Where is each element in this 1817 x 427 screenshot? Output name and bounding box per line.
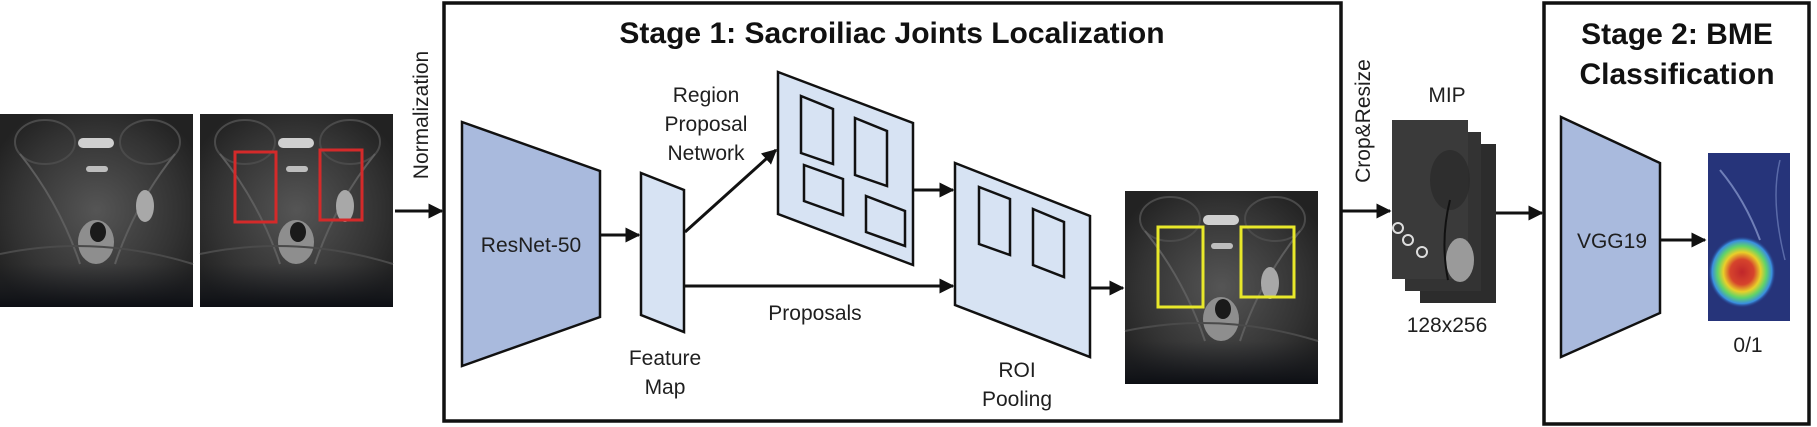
detection-box-right: [1239, 225, 1296, 299]
bme-heatmap: [1708, 153, 1790, 321]
roi-box: [977, 185, 1012, 257]
feature-map-block: [639, 171, 686, 334]
output-label: 0/1: [1733, 334, 1762, 357]
rpn-proposal-box: [799, 94, 835, 166]
feature-map-label-line2: Map: [645, 376, 686, 399]
stage2-title-line2: Classification: [1579, 58, 1774, 91]
mip-size-label: 128x256: [1407, 314, 1488, 337]
input-mri-image: [0, 113, 194, 308]
rpn-label-line1: Region: [673, 84, 740, 107]
vgg19-block: [1559, 115, 1662, 359]
ground-truth-box-left: [233, 150, 278, 224]
resnet50-block: [460, 120, 602, 368]
resnet50-label: ResNet-50: [481, 234, 581, 257]
detection-box-left: [1156, 225, 1205, 309]
rpn-label-line3: Network: [667, 142, 745, 165]
roi-pooling-panel: [953, 161, 1092, 359]
feature-map-label-line1: Feature: [629, 347, 701, 370]
proposals-label: Proposals: [768, 302, 861, 325]
rpn-proposal-box: [853, 116, 889, 188]
mip-stack: [1392, 120, 1496, 303]
vgg19-label: VGG19: [1577, 230, 1647, 253]
mip-label: MIP: [1428, 84, 1465, 107]
detected-mri-image: [1124, 190, 1319, 385]
crop-resize-label: Crop&Resize: [1352, 59, 1375, 183]
rpn-proposal-box: [802, 163, 845, 217]
stage2-title-line1: Stage 2: BME: [1581, 18, 1773, 51]
roi-label-line2: Pooling: [982, 388, 1052, 411]
ground-truth-box-right: [318, 148, 364, 222]
normalization-label: Normalization: [410, 51, 433, 179]
stage2-box: [1542, 1, 1811, 426]
annotated-mri-image: [199, 113, 394, 308]
roi-box: [1031, 207, 1066, 279]
rpn-proposal-box: [864, 194, 907, 248]
roi-label-line1: ROI: [998, 359, 1035, 382]
feature-to-rpn-arrow: [683, 148, 778, 234]
rpn-panel: [776, 70, 915, 267]
rpn-label-line2: Proposal: [665, 113, 748, 136]
stage1-title: Stage 1: Sacroiliac Joints Localization: [619, 17, 1164, 50]
